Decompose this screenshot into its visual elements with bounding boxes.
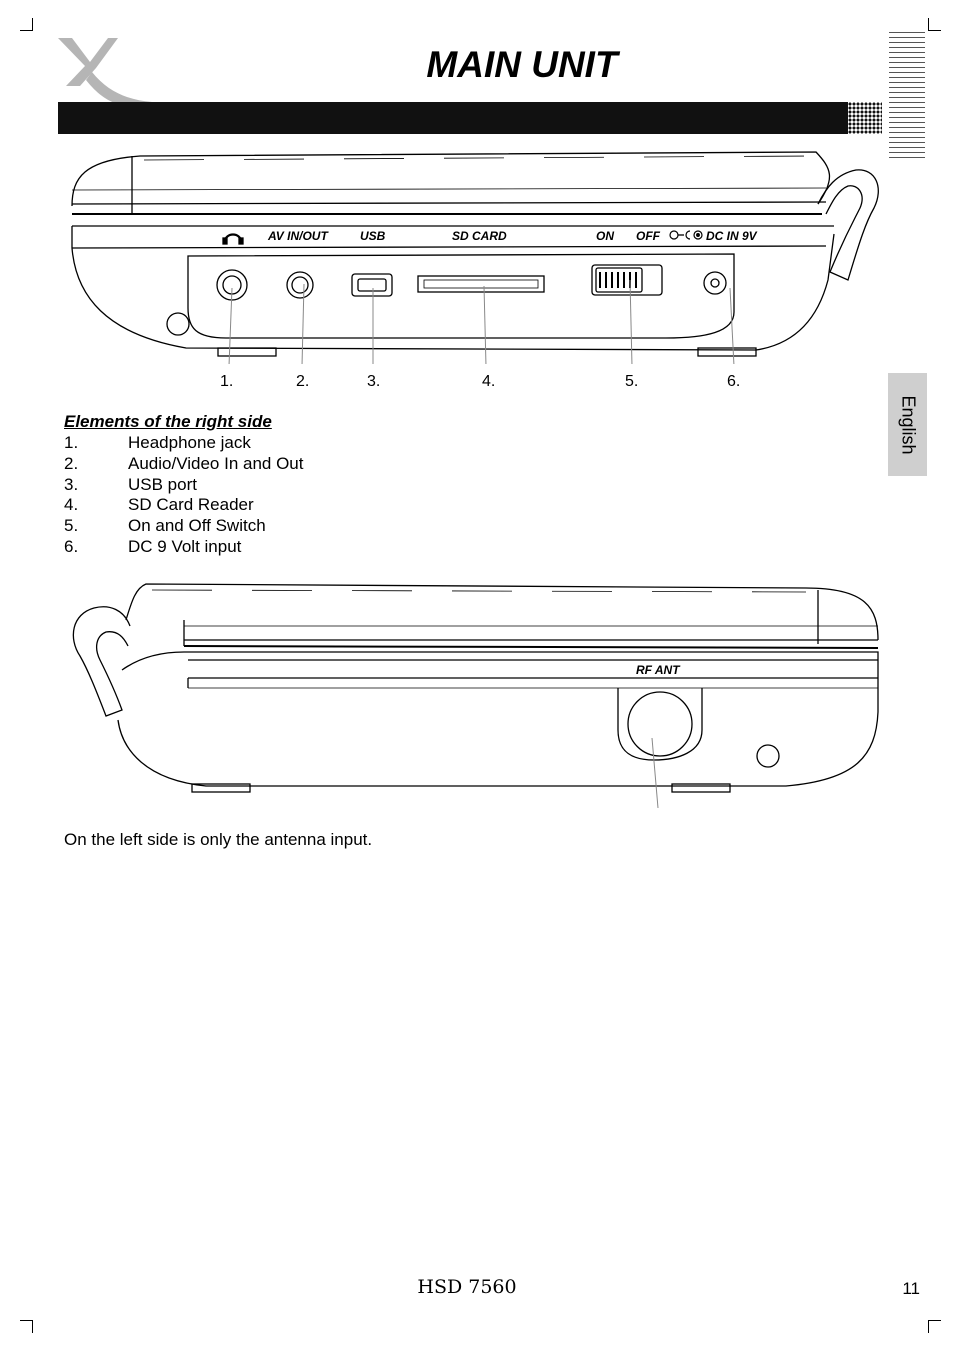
elements-list: 1. Headphone jack 2. Audio/Video In and Ou… [64,433,304,558]
list-item-label: Headphone jack [128,433,251,452]
av-jack-outer [286,271,314,299]
list-item-number: 3. [64,474,79,494]
list-item: 1. Headphone jack [64,433,304,454]
screw-left-side [756,744,780,768]
list-item-label: DC 9 Volt input [128,536,242,556]
polarity-icon [669,230,703,240]
foot-left [191,783,251,793]
list-item-label: USB port [128,474,197,494]
label-usb: USB [360,229,386,243]
language-tab: English [888,373,927,476]
screw-right-side [166,312,190,336]
lid-seam [71,201,827,205]
crop-mark-bottom-right [928,1320,941,1333]
callout-5: 5. [625,373,639,390]
list-item-label: On and Off Switch [128,516,266,536]
carry-handle [817,169,879,281]
dc-jack-inner [710,278,720,288]
list-item-number: 2. [64,453,79,473]
list-item-number: 4. [64,495,79,515]
label-sd: SD CARD [452,229,507,243]
label-on: ON [596,229,614,243]
leader-line-antenna [651,737,659,809]
label-av: AV IN/OUT [267,229,329,243]
header-stripes [889,32,925,158]
list-item: 4. SD Card Reader [64,495,304,516]
body-outline [117,651,879,787]
list-item-number: 6. [64,536,79,556]
av-jack-inner [291,276,309,294]
power-switch [591,264,663,296]
panel-top-line [71,245,827,249]
footer-model: HSD 7560 [417,1276,517,1298]
list-item-label: SD Card Reader [128,495,254,515]
callout-6: 6. [727,373,741,390]
brand-logo-icon [58,38,152,104]
label-off: OFF [636,229,661,243]
headphone-icon-right [238,237,244,245]
callout-4: 4. [482,373,496,390]
lid-outline [71,151,831,207]
page-title: MAIN UNIT [426,44,618,85]
right-side-illustration: AV IN/OUT USB SD CARD ON OFF DC IN 9V [71,151,879,364]
body-outline [71,226,835,351]
lid-gap [183,645,879,649]
foot-right [671,783,731,793]
power-switch-grip [599,272,637,288]
title-bar [58,102,848,134]
label-dc: DC IN 9V [706,229,758,243]
list-item-number: 5. [64,516,79,536]
sd-card-slot [417,275,545,293]
foot-right [697,347,757,357]
callout-2: 2. [296,373,310,390]
left-side-illustration: RF ANT [72,583,879,809]
headphone-icon-left [222,237,228,245]
lid-edge-line [143,155,812,161]
dc-jack-outer [703,271,727,295]
lid-line [71,187,827,191]
usb-port [351,273,393,297]
foot-left [217,347,277,357]
control-panel [187,253,735,339]
leader-lines [228,279,735,364]
crop-mark-top-left [20,18,33,31]
antenna-input [627,691,693,757]
list-item: 3. USB port [64,475,304,496]
lid-edge-line [151,589,807,593]
callout-3: 3. [367,373,381,390]
antenna-housing [617,688,703,761]
title-bar-dither [840,102,882,134]
page-number: 11 [902,1279,920,1298]
list-item-label: Audio/Video In and Out [128,453,304,473]
callout-1: 1. [220,373,234,390]
language-tab-label: English [898,394,918,455]
carry-handle [72,606,131,717]
crop-mark-top-right [928,18,941,31]
list-item: 6. DC 9 Volt input [64,537,304,558]
list-item: 2. Audio/Video In and Out [64,454,304,475]
usb-port-inner [357,278,387,292]
list-item: 5. On and Off Switch [64,516,304,537]
left-side-note: On the left side is only the antenna inp… [64,830,373,849]
label-rf-ant: RF ANT [636,663,681,677]
section-heading: Elements of the right side [64,412,272,431]
sd-card-slot-inner [423,279,539,289]
crop-mark-bottom-left [20,1320,33,1333]
list-item-number: 1. [64,433,79,452]
lid-outline [125,583,879,641]
